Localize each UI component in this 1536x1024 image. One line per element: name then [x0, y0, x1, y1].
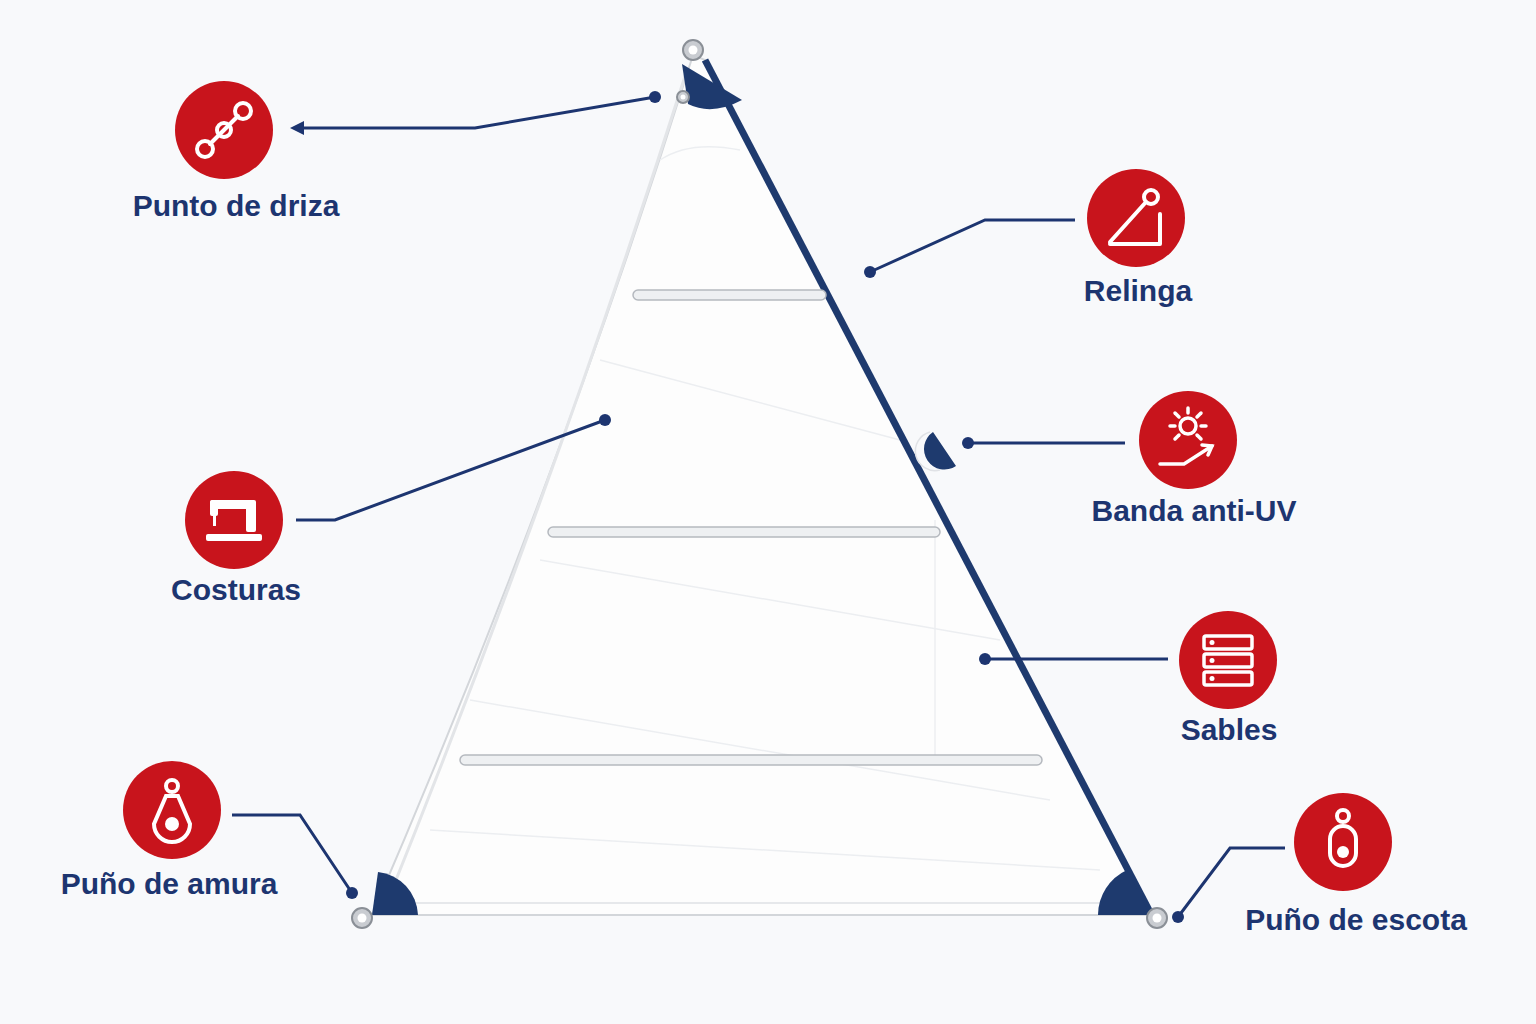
icons — [123, 81, 1392, 891]
arrow-head — [290, 121, 304, 135]
part-label: Puño de escota — [1245, 902, 1467, 938]
part-label: Punto de driza — [133, 188, 340, 224]
sewing-icon — [185, 471, 283, 569]
boltrope-icon — [1087, 169, 1185, 267]
part-label: Sables — [1181, 712, 1278, 748]
grommets — [352, 40, 1167, 928]
part-label: Relinga — [1084, 273, 1192, 309]
tack-icon — [123, 761, 221, 859]
sail — [352, 40, 1167, 928]
clew-icon — [1294, 793, 1392, 891]
battens-icon — [1179, 611, 1277, 709]
battens — [460, 290, 1042, 765]
head-patch — [682, 64, 742, 109]
halyard-icon — [175, 81, 273, 179]
luff-rope — [705, 60, 1150, 912]
clew-patch — [1098, 870, 1150, 915]
part-label: Banda anti-UV — [1091, 493, 1296, 529]
part-label: Puño de amura — [61, 866, 278, 902]
uv-icon — [1139, 391, 1237, 489]
tack-patch — [372, 872, 418, 915]
uv-patch — [924, 432, 956, 470]
leader-dots — [346, 91, 1184, 923]
seam-lines — [430, 147, 1100, 870]
part-label: Costuras — [171, 572, 301, 608]
